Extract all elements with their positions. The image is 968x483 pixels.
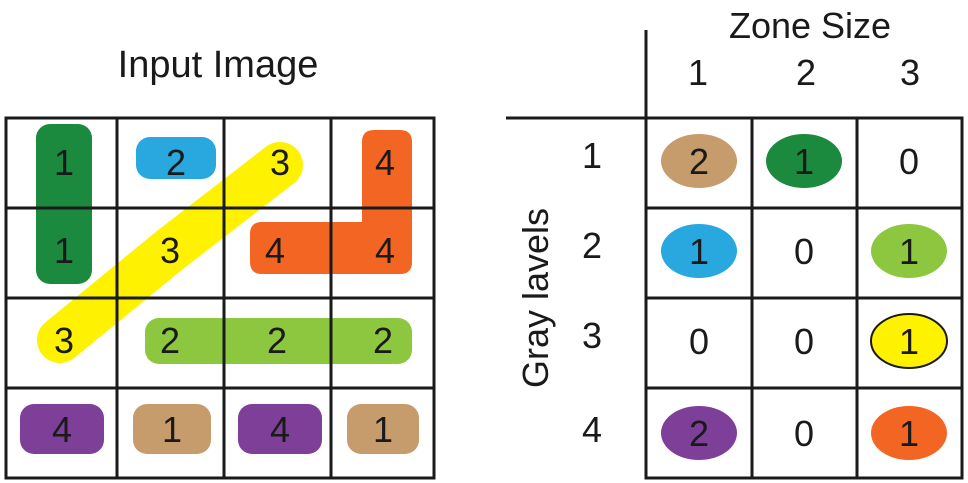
matrix-cell-highlight xyxy=(661,224,737,278)
row-header: 2 xyxy=(582,225,602,266)
input-grid-lines xyxy=(4,116,436,480)
zone-purple-single xyxy=(20,404,104,454)
pixel-value: 4 xyxy=(52,409,72,450)
zone-tan-single xyxy=(347,404,419,454)
column-headers: 1 2 3 xyxy=(688,52,920,93)
column-header: 2 xyxy=(796,52,816,93)
row-axis-label: Gray lavels xyxy=(515,208,556,388)
zone-light-green-horizontal xyxy=(145,318,412,364)
zone-count: 1 xyxy=(794,141,814,182)
pixel-value: 3 xyxy=(270,142,290,183)
matrix-axis-lines xyxy=(506,30,648,120)
matrix-cell-highlight xyxy=(870,313,948,369)
matrix-cell-highlight xyxy=(661,134,737,188)
zone-count: 2 xyxy=(689,141,709,182)
zone-yellow-diagonal xyxy=(37,142,303,363)
matrix-cell-highlight xyxy=(871,406,947,460)
zone-tan-single xyxy=(133,404,211,454)
zone-count: 1 xyxy=(899,231,919,272)
matrix-highlights xyxy=(661,134,948,460)
pixel-value: 4 xyxy=(265,230,285,271)
zone-count: 2 xyxy=(689,413,709,454)
column-header: 3 xyxy=(900,52,920,93)
zone-count: 0 xyxy=(794,413,814,454)
pixel-value: 1 xyxy=(54,230,74,271)
zone-blue-single xyxy=(136,137,216,179)
pixel-value: 2 xyxy=(267,320,287,361)
matrix-grid-lines xyxy=(644,116,964,480)
zone-orange-l xyxy=(250,130,412,274)
zone-count: 1 xyxy=(899,321,919,362)
row-header: 3 xyxy=(582,315,602,356)
input-image-title: Input Image xyxy=(118,44,319,86)
matrix-title: Zone Size xyxy=(729,5,891,46)
matrix-cell-highlight xyxy=(661,406,737,460)
pixel-value: 1 xyxy=(373,409,393,450)
pixel-value: 2 xyxy=(166,142,186,183)
pixel-value: 1 xyxy=(54,142,74,183)
pixel-value: 3 xyxy=(54,320,74,361)
matrix-cell-highlight xyxy=(871,224,947,278)
zone-count: 1 xyxy=(899,413,919,454)
pixel-value: 2 xyxy=(373,320,393,361)
input-image-grid: 1 2 3 4 1 3 4 4 3 2 2 2 4 1 4 1 xyxy=(4,116,436,480)
row-headers: 1 2 3 4 xyxy=(582,135,602,450)
zone-count: 0 xyxy=(794,321,814,362)
pixel-value: 2 xyxy=(160,320,180,361)
zone-count: 1 xyxy=(689,231,709,272)
pixel-value: 1 xyxy=(162,409,182,450)
size-zone-matrix: Zone Size 1 2 3 Gray lavels 1 2 3 4 xyxy=(506,5,964,480)
zone-highlights xyxy=(20,124,419,454)
pixel-value: 4 xyxy=(375,230,395,271)
zone-purple-single xyxy=(238,404,322,454)
zone-count: 0 xyxy=(899,141,919,182)
pixel-value: 4 xyxy=(270,409,290,450)
pixel-value: 4 xyxy=(375,142,395,183)
column-header: 1 xyxy=(688,52,708,93)
input-grid-values: 1 2 3 4 1 3 4 4 3 2 2 2 4 1 4 1 xyxy=(52,142,395,450)
matrix-cell-highlight xyxy=(766,134,842,188)
matrix-values: 2 1 0 1 0 1 0 0 1 2 0 1 xyxy=(689,141,919,454)
zone-count: 0 xyxy=(794,231,814,272)
row-header: 1 xyxy=(582,135,602,176)
zone-count: 0 xyxy=(689,321,709,362)
pixel-value: 3 xyxy=(160,230,180,271)
row-header: 4 xyxy=(582,409,602,450)
zone-dark-green-vertical xyxy=(36,124,92,284)
